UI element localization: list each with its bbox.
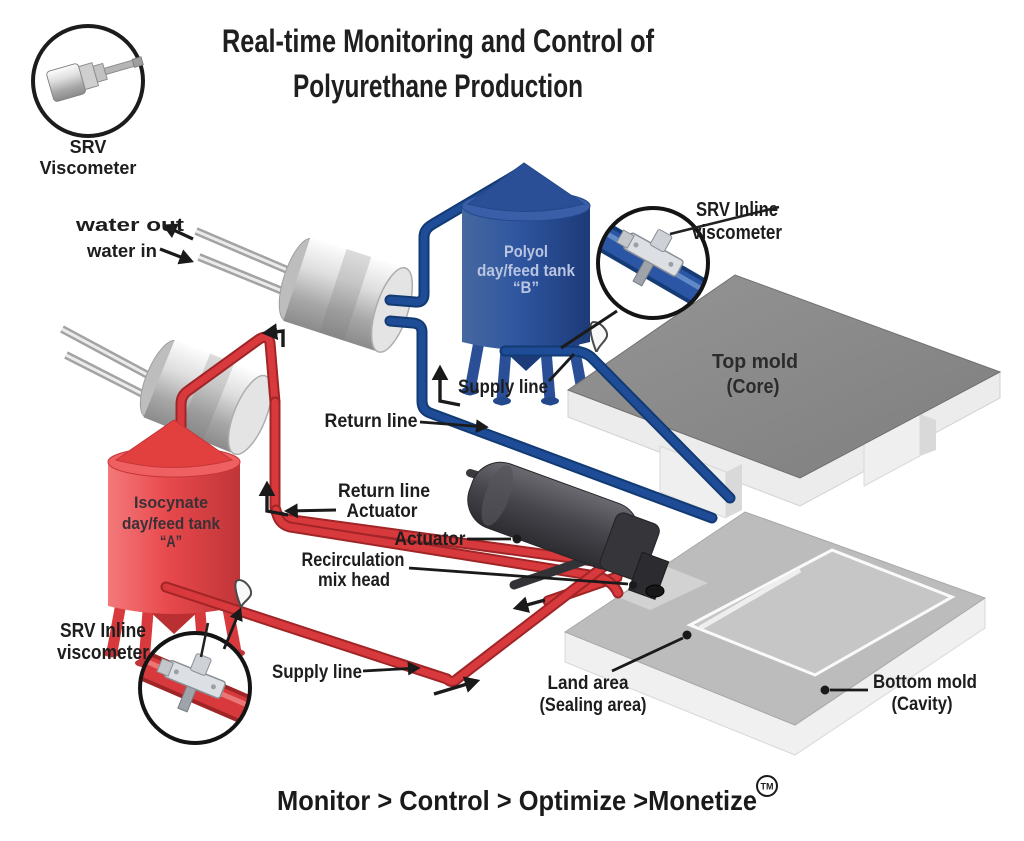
top-mold-label-line1: Top mold: [712, 351, 798, 373]
pipe-blue-tank-feed: [384, 166, 527, 308]
return-line-actuator-label-line2: Actuator: [347, 501, 419, 522]
srv-inline-top-label-line2: viscometer: [692, 222, 782, 244]
page-title-line1: Real-time Monitoring and Control of: [222, 23, 654, 59]
water-in-arrow: [159, 247, 194, 265]
isocynate-tank-legs: [106, 592, 242, 668]
polyol-tank-body: [462, 206, 590, 350]
srv-inline-bottom-label-line1: SRV Inline: [60, 620, 146, 642]
mix-head-nozzle-outlet: [645, 584, 665, 598]
land-area-leader-dot: [682, 630, 692, 640]
return-line-blue-label: Return line: [325, 411, 418, 432]
flow-arrow-supply-in: [433, 676, 481, 696]
inset-inline-viscometer-red: [138, 607, 252, 745]
inset-blue-ring: [596, 206, 710, 320]
flow-arrow-red-up: [258, 480, 289, 517]
diagram-labels: water out water in Polyol day/feed tank …: [57, 199, 977, 716]
land-area-label-line1: Land area: [548, 673, 629, 694]
isocynate-tank-label-line2: day/feed tank: [122, 514, 220, 533]
water-out-arrow: [162, 223, 194, 241]
polyol-tank-legs: [464, 330, 588, 406]
top-mold-label-line2: (Core): [727, 376, 780, 398]
supply-line-red-label: Supply line: [272, 662, 362, 683]
water-in-label: water in: [86, 241, 157, 261]
polyol-tank-dome: [466, 162, 586, 212]
trademark-text: TM: [761, 782, 774, 792]
footer-text: Monitor > Control > Optimize >Monetize: [277, 785, 757, 816]
srv-inline-bottom-label-line2: viscometer: [57, 642, 149, 664]
isocynate-tank-bottom-cone: [146, 608, 202, 634]
srv-viscometer-badge: SRV Viscometer: [31, 24, 145, 178]
trademark-circle: [756, 775, 778, 797]
annotation-arrows: [159, 223, 868, 696]
water-out-label: water out: [75, 215, 184, 235]
bottom-mold-cavity-recess: [686, 548, 956, 677]
pipe-blue-supply: [499, 345, 736, 504]
mix-head-assembly: [466, 461, 670, 600]
inset-blue-leader: [560, 309, 618, 350]
sensor-flag-red: [234, 578, 253, 610]
polyol-tank-label-line3: “B”: [513, 278, 539, 297]
bottom-mold-cavity: [563, 511, 987, 756]
recirculation-label-line2: mix head: [318, 570, 390, 591]
supply-line-red-leader: [362, 661, 421, 676]
return-line-actuator-label-line1: Return line: [338, 481, 430, 502]
recirculation-leader-dot: [629, 581, 637, 589]
recirculation-label-line1: Recirculation: [302, 550, 405, 571]
srv-badge-label-line2: Viscometer: [40, 158, 137, 178]
pipe-blue-return: [384, 315, 718, 524]
inset-blue-sensor-cable: [669, 205, 780, 236]
flow-arrow-blue-up: [431, 364, 461, 407]
bottom-mold-label-line2: (Cavity): [892, 694, 953, 715]
heat-exchanger-blue: [278, 237, 414, 353]
isocynate-tank-label-line1: Isocynate: [134, 493, 208, 512]
return-line-blue-leader: [419, 419, 489, 434]
srv-viscometer-device-icon: [46, 56, 144, 102]
land-area-label-line2: (Sealing area): [540, 695, 647, 716]
actuator-leader-dot: [512, 534, 522, 544]
polyol-tank-label-line2: day/feed tank: [477, 261, 575, 280]
footer-tagline: Monitor > Control > Optimize >Monetize T…: [277, 775, 778, 816]
inset-red-viscometer-device: [156, 653, 226, 713]
srv-inline-top-label-line1: SRV Inline: [696, 199, 778, 221]
supply-line-blue-leader: [547, 353, 576, 382]
pipe-red-supply: [160, 561, 609, 687]
return-actuator-leader: [284, 503, 337, 519]
flow-arrow-red-exchanger: [261, 323, 285, 347]
recirculation-leader: [408, 566, 629, 586]
bottom-mold-leader-dot: [820, 685, 830, 695]
polyol-day-feed-tank: [461, 162, 591, 406]
inset-blue-viscometer-device: [616, 229, 684, 287]
supply-line-blue-label: Supply line: [458, 377, 548, 398]
isocynate-tank-dome: [114, 419, 234, 468]
pipe-red-recirculation: [270, 504, 624, 599]
polyol-tank-label-line1: Polyol: [504, 242, 548, 261]
isocynate-tank-body: [108, 462, 240, 614]
land-area-leader: [611, 636, 684, 673]
top-mold-core: [566, 274, 1002, 519]
inset-red-ring: [138, 631, 252, 745]
flow-arrow-recirc-out: [512, 596, 546, 613]
actuator-label: Actuator: [395, 529, 467, 550]
inset-inline-viscometer-blue: [560, 205, 780, 350]
inset-red-leader: [222, 607, 243, 650]
isocynate-day-feed-tank: [103, 419, 245, 668]
inset-red-sensor-cable: [199, 622, 210, 658]
isocynate-tank-label-line3: “A”: [160, 532, 182, 551]
page-title-line2: Polyurethane Production: [293, 68, 583, 104]
srv-badge-label-line1: SRV: [70, 137, 107, 157]
bottom-mold-label-line1: Bottom mold: [873, 672, 977, 693]
bottom-mold-runner: [698, 567, 802, 631]
